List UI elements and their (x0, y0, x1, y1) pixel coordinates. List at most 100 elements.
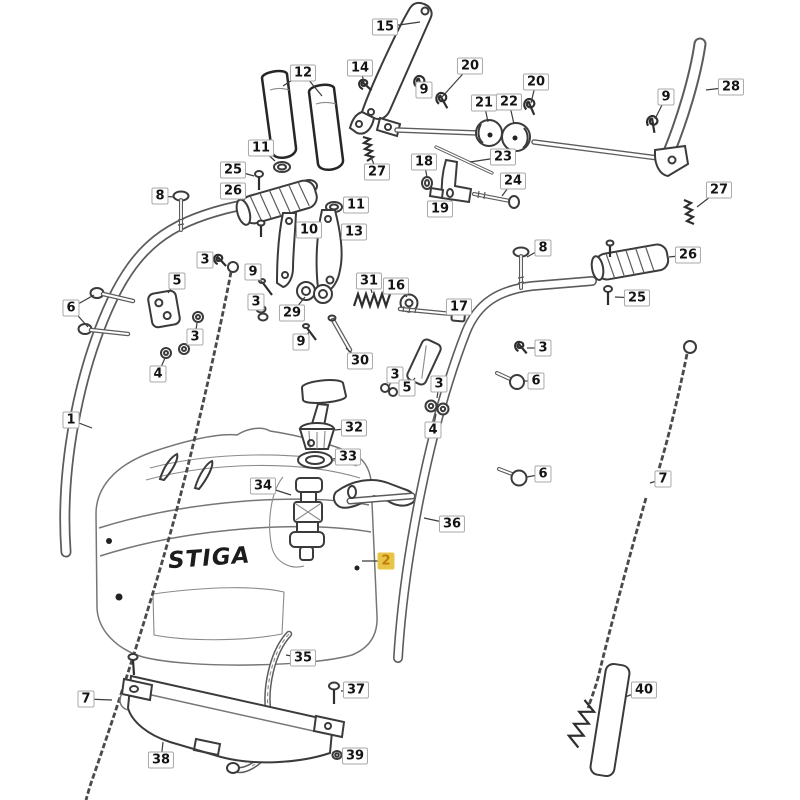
part-label-27: 27 (363, 163, 391, 181)
part-label-9: 9 (292, 333, 310, 351)
bolt-8-right (512, 246, 530, 290)
part-label-4: 4 (424, 421, 442, 439)
part-label-19: 19 (426, 200, 454, 218)
cross-rod (394, 119, 661, 161)
part-label-7: 7 (654, 470, 672, 488)
part-label-26: 26 (219, 182, 247, 200)
part-label-33: 33 (334, 448, 362, 466)
part-label-7: 7 (77, 690, 95, 708)
pin-9-lower (302, 323, 317, 341)
part-label-9: 9 (657, 88, 675, 106)
spring-31 (352, 290, 392, 310)
part-label-22: 22 (495, 93, 523, 111)
washer-33 (297, 451, 333, 469)
nut-39 (331, 750, 343, 760)
stiga-logo: STIGA (167, 543, 251, 575)
part-label-14: 14 (346, 59, 374, 77)
part-label-17: 17 (445, 298, 473, 316)
right-cable-7 (566, 340, 697, 749)
left-cable (84, 261, 239, 800)
part-label-36: 36 (438, 515, 466, 533)
rod-23 (434, 145, 494, 175)
part-label-38: 38 (147, 751, 175, 769)
part-label-37: 37 (342, 681, 370, 699)
bottom-plate-38 (119, 653, 346, 764)
part-label-11: 11 (342, 196, 370, 214)
part-label-13: 13 (340, 223, 368, 241)
tank-bracket (332, 479, 416, 509)
part-label-11: 11 (247, 139, 275, 157)
part-label-29: 29 (278, 304, 306, 322)
part-label-3: 3 (196, 251, 214, 269)
bolt-6-upper-right (495, 371, 525, 390)
part-label-34: 34 (249, 477, 277, 495)
right-foam-grip (590, 243, 670, 281)
part-label-24: 24 (499, 172, 527, 190)
part-label-21: 21 (470, 94, 498, 112)
pin-9-left (258, 278, 273, 296)
part-label-26: 26 (674, 246, 702, 264)
part-label-8: 8 (534, 239, 552, 257)
part-label-39: 39 (341, 747, 369, 765)
part-label-40: 40 (630, 681, 658, 699)
part-label-8: 8 (151, 187, 169, 205)
part-label-20: 20 (456, 57, 484, 75)
hand-grips (260, 69, 345, 172)
bolt-25-left (254, 170, 264, 190)
upper-lever (348, 1, 433, 138)
main-housing: STIGA (95, 427, 378, 666)
part-label-35: 35 (289, 649, 317, 667)
part-label-27: 27 (705, 181, 733, 199)
part-label-6: 6 (62, 299, 80, 317)
pin-30 (327, 314, 353, 353)
spring-27-right (682, 198, 696, 226)
washer-3-left (192, 311, 204, 323)
part-label-3: 3 (386, 366, 404, 384)
part-label-16: 16 (382, 277, 410, 295)
part-label-15: 15 (371, 18, 399, 36)
part-label-20: 20 (522, 73, 550, 91)
upper-right-tube (654, 37, 707, 178)
small-bolt-upper-right (605, 239, 615, 257)
part-label-5: 5 (398, 379, 416, 397)
cap-assembly-34 (289, 477, 325, 561)
part-label-3: 3 (534, 339, 552, 357)
speed-lever-32 (298, 379, 348, 450)
part-label-3: 3 (430, 375, 448, 393)
part-label-2-selected: 2 (377, 552, 395, 570)
nut-11-left (273, 161, 291, 173)
washer-4-left (160, 347, 172, 359)
part-label-3: 3 (247, 293, 265, 311)
part-label-28: 28 (717, 78, 745, 96)
control-levers (275, 209, 343, 294)
part-label-31: 31 (355, 272, 383, 290)
part-label-4: 4 (149, 365, 167, 383)
bracket-19 (428, 158, 473, 204)
part-label-6: 6 (534, 465, 552, 483)
part-label-25: 25 (219, 161, 247, 179)
part-label-1: 1 (62, 411, 80, 429)
nut-18 (421, 176, 433, 190)
part-label-23: 23 (489, 148, 517, 166)
part-label-25: 25 (623, 289, 651, 307)
bolt-24 (472, 190, 520, 209)
part-label-12: 12 (289, 64, 317, 82)
bolt-6-lower-right (497, 467, 528, 487)
sleeve-40 (589, 662, 631, 778)
screw-37 (328, 681, 340, 704)
part-label-3: 3 (186, 328, 204, 346)
part-label-9: 9 (244, 263, 262, 281)
washers-29 (296, 281, 333, 304)
bolt-8-left (172, 190, 190, 232)
right-handle-tube (393, 276, 597, 663)
r-clips (213, 74, 659, 355)
vent-slots (158, 452, 214, 491)
small-bolt-left (256, 219, 266, 237)
part-label-6: 6 (527, 372, 545, 390)
part-label-18: 18 (410, 153, 438, 171)
cable-end-spring (566, 699, 597, 749)
part-label-30: 30 (346, 352, 374, 370)
